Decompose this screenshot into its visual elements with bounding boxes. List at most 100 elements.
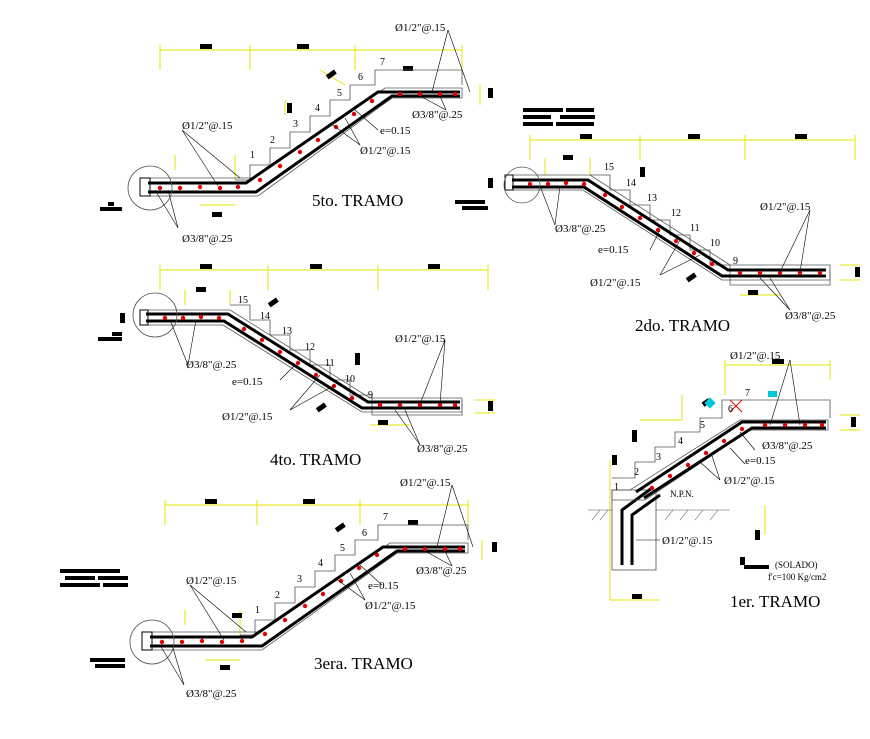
step-number: 7 xyxy=(383,512,388,523)
dimension-lines xyxy=(159,265,495,426)
step-number: 13 xyxy=(282,326,292,337)
rebar-label: Ø1/2"@.15 xyxy=(724,475,775,487)
step-number: 9 xyxy=(733,256,738,267)
thickness-label: e=0.15 xyxy=(232,376,263,388)
rebar-label: Ø1/2"@.15 xyxy=(730,350,781,362)
rebar-label: Ø3/8"@.25 xyxy=(785,310,836,322)
step-number: 1 xyxy=(614,482,619,493)
dimension-blocks xyxy=(60,499,497,670)
dimension-lines xyxy=(609,360,860,601)
leaders xyxy=(169,319,446,446)
cross-marker xyxy=(729,399,743,413)
level-label: N.P.N. xyxy=(670,489,694,499)
rebar-label: Ø1/2"@.15 xyxy=(760,201,811,213)
rebar-label: Ø3/8"@.25 xyxy=(762,440,813,452)
leaders xyxy=(539,185,811,311)
rebar-label: Ø1/2"@.15 xyxy=(400,477,451,489)
leaders xyxy=(636,359,801,541)
dimension-lines xyxy=(164,500,483,661)
step-number: 4 xyxy=(315,103,320,114)
step-number: 4 xyxy=(318,558,323,569)
step-number: 12 xyxy=(671,208,681,219)
thickness-label: e=0.15 xyxy=(380,125,411,137)
step-number: 7 xyxy=(745,388,750,399)
rebar-dots xyxy=(527,180,823,276)
marker xyxy=(704,397,716,409)
step-number: 15 xyxy=(238,295,248,306)
step-number: 5 xyxy=(337,88,342,99)
flight-title: 4to. TRAMO xyxy=(270,450,361,469)
step-number: 3 xyxy=(656,452,661,463)
flight-title: 1er. TRAMO xyxy=(730,592,820,611)
step-number: 5 xyxy=(700,420,705,431)
thickness-label: e=0.15 xyxy=(368,580,399,592)
step-number: 6 xyxy=(362,528,367,539)
dimension-lines xyxy=(159,45,481,206)
flight-title: 2do. TRAMO xyxy=(635,316,730,335)
step-number: 2 xyxy=(634,467,639,478)
dimension-blocks xyxy=(100,44,493,217)
rebar-label: Ø3/8"@.25 xyxy=(186,359,237,371)
rebar-label: Ø1/2"@.15 xyxy=(182,120,233,132)
concrete-strength-label: f'c=100 Kg/cm2 xyxy=(768,572,826,582)
rebar-label: Ø1/2"@.15 xyxy=(360,145,411,157)
flight-1er: 1 2 3 4 5 6 7 Ø1/2"@.15 Ø3/8"@.25 e=0.15… xyxy=(588,350,860,611)
rebar-label: Ø1/2"@.15 xyxy=(365,600,416,612)
thickness-label: e=0.15 xyxy=(598,244,629,256)
step-number: 12 xyxy=(305,342,315,353)
rebar-dots xyxy=(649,422,825,491)
solado-label: (SOLADO) xyxy=(775,560,818,570)
rebar-dots xyxy=(162,314,458,408)
rebar-label: Ø3/8"@.25 xyxy=(416,565,467,577)
step-number: 11 xyxy=(690,223,700,234)
rebar-dots xyxy=(159,546,463,645)
step-number: 1 xyxy=(255,605,260,616)
step-number: 2 xyxy=(275,590,280,601)
marker xyxy=(768,391,777,397)
rebar-label: Ø3/8"@.25 xyxy=(417,443,468,455)
flight-title: 5to. TRAMO xyxy=(312,191,403,210)
dimension-blocks xyxy=(98,264,493,425)
flight-4to: 15 14 13 12 11 10 9 Ø3/8"@.25 e=0.15 Ø1/… xyxy=(98,264,495,469)
step-number: 10 xyxy=(710,238,720,249)
rebar-label: Ø1/2"@.15 xyxy=(395,22,446,34)
step-number: 15 xyxy=(604,162,614,173)
rebar-label: Ø1/2"@.15 xyxy=(186,575,237,587)
step-number: 10 xyxy=(345,374,355,385)
step-number: 9 xyxy=(368,390,373,401)
step-number: 3 xyxy=(297,574,302,585)
rebar-label: Ø3/8"@.25 xyxy=(555,223,606,235)
step-number: 11 xyxy=(325,358,335,369)
rebar-dots xyxy=(157,91,458,191)
step-number: 6 xyxy=(358,72,363,83)
flight-3era: 1 2 3 4 5 6 7 Ø1/2"@.15 Ø3/8"@.25 e=0.15… xyxy=(60,477,497,700)
flight-2do: 15 14 13 12 11 10 9 Ø3/8"@.25 e=0.15 Ø1/… xyxy=(455,108,860,335)
rebar-label: Ø3/8"@.25 xyxy=(186,688,237,700)
thickness-label: e=0.15 xyxy=(745,455,776,467)
step-number: 3 xyxy=(293,119,298,130)
leaders xyxy=(159,484,474,686)
step-number: 5 xyxy=(340,543,345,554)
step-number: 14 xyxy=(260,311,270,322)
step-number: 6 xyxy=(728,404,733,415)
rebar-label: Ø3/8"@.25 xyxy=(182,233,233,245)
step-number: 7 xyxy=(380,57,385,68)
step-number: 13 xyxy=(647,193,657,204)
flight-5to: 1 2 3 4 5 6 7 Ø1/2"@.15 Ø3/8"@.25 e=0.15… xyxy=(100,22,493,245)
rebar-label: Ø1/2"@.15 xyxy=(662,535,713,547)
leaders xyxy=(154,29,471,229)
rebar-label: Ø3/8"@.25 xyxy=(412,109,463,121)
rebar-label: Ø1/2"@.15 xyxy=(395,333,446,345)
step-number: 14 xyxy=(626,178,636,189)
step-number: 2 xyxy=(270,135,275,146)
step-number: 1 xyxy=(250,150,255,161)
dimension-blocks xyxy=(455,108,860,295)
flight-title: 3era. TRAMO xyxy=(314,654,413,673)
step-number: 4 xyxy=(678,436,683,447)
rebar-label: Ø1/2"@.15 xyxy=(590,277,641,289)
dimension-lines xyxy=(529,135,860,296)
ground-hatch xyxy=(588,509,730,521)
rebar-label: Ø1/2"@.15 xyxy=(222,411,273,423)
